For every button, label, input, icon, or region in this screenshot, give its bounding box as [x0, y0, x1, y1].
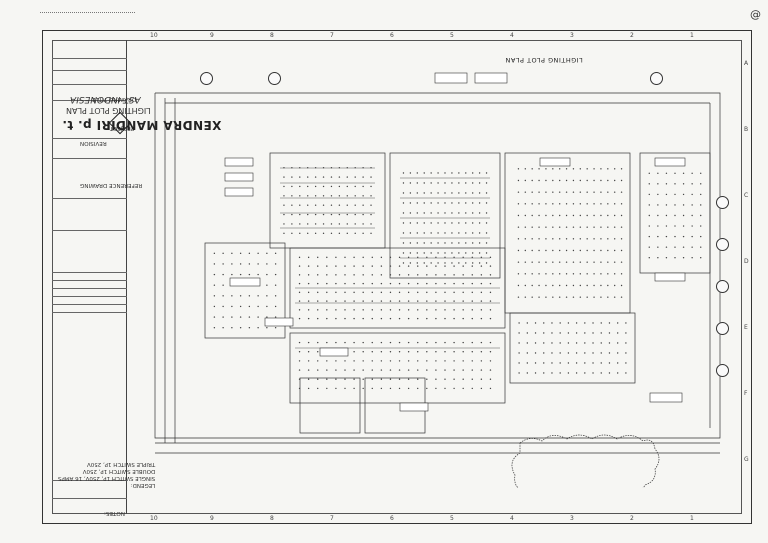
column-tick: 5 [450, 32, 454, 39]
grid-bubble [716, 322, 729, 335]
column-tick: 9 [210, 515, 214, 522]
column-tick: 2 [630, 32, 634, 39]
notes-label: NOTES: [104, 510, 125, 516]
column-tick: 8 [270, 32, 274, 39]
grid-bubble [716, 238, 729, 251]
column-tick: 6 [390, 32, 394, 39]
column-tick: 6 [390, 515, 394, 522]
grid-bubble [716, 364, 729, 377]
row-tick: G [744, 456, 749, 463]
column-tick: 4 [510, 515, 514, 522]
column-tick: 9 [210, 32, 214, 39]
column-tick: 3 [570, 32, 574, 39]
column-tick: 1 [690, 515, 694, 522]
outer-border [42, 30, 752, 524]
column-tick: 5 [450, 515, 454, 522]
top-scribble [40, 12, 135, 16]
grid-bubble [716, 280, 729, 293]
revision-label: REVISION [80, 140, 107, 146]
grid-bubble [268, 72, 281, 85]
row-tick: B [744, 126, 749, 133]
column-tick: 7 [330, 32, 334, 39]
project-name: AST INDONESIA [70, 94, 141, 104]
column-tick: 4 [510, 32, 514, 39]
title-block [52, 40, 127, 514]
corner-mark: @ [750, 8, 761, 21]
column-tick: 1 [690, 32, 694, 39]
grid-bubble [716, 196, 729, 209]
row-tick: E [744, 324, 748, 331]
column-tick: 7 [330, 515, 334, 522]
row-tick: C [744, 192, 749, 199]
lighting-plan-drawing [154, 72, 721, 488]
reference-drawing-label: REFERENCE DRAWING [80, 182, 143, 188]
row-tick: A [744, 60, 749, 67]
grid-bubble [200, 72, 213, 85]
row-tick: D [744, 258, 749, 265]
grid-bubble [650, 72, 663, 85]
column-tick: 10 [150, 32, 158, 39]
column-tick: 2 [630, 515, 634, 522]
row-tick: F [744, 390, 748, 397]
column-tick: 8 [270, 515, 274, 522]
column-tick: 10 [150, 515, 158, 522]
inner-border [52, 40, 742, 514]
column-tick: 3 [570, 515, 574, 522]
